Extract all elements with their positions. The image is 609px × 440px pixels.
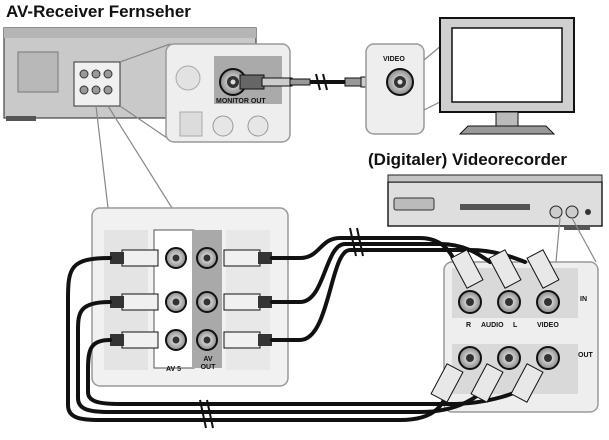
rec-l-label: L	[513, 322, 518, 329]
rec-audio-label: AUDIO	[481, 322, 504, 329]
rec-r-label: R	[466, 322, 472, 329]
recorder-plugs	[430, 249, 560, 403]
monitor-out-label: MONITOR OUT	[216, 98, 266, 105]
rec-video-label: VIDEO	[537, 322, 559, 329]
television	[439, 17, 575, 135]
tv-input-panel	[365, 43, 425, 135]
tv-video-label: VIDEO	[383, 56, 405, 63]
rec-out-label: OUT	[578, 352, 593, 359]
receiver-plugs	[110, 249, 272, 349]
av-out-label: AV OUT	[200, 356, 216, 371]
video-recorder	[387, 174, 603, 230]
rec-in-label: IN	[580, 296, 587, 303]
title-devices: AV-Receiver Fernseher	[6, 2, 191, 21]
av5-label: AV 5	[166, 366, 182, 373]
title-recorder: (Digitaler) Videorecorder	[368, 150, 568, 169]
receiver-output-zoom	[165, 43, 291, 143]
